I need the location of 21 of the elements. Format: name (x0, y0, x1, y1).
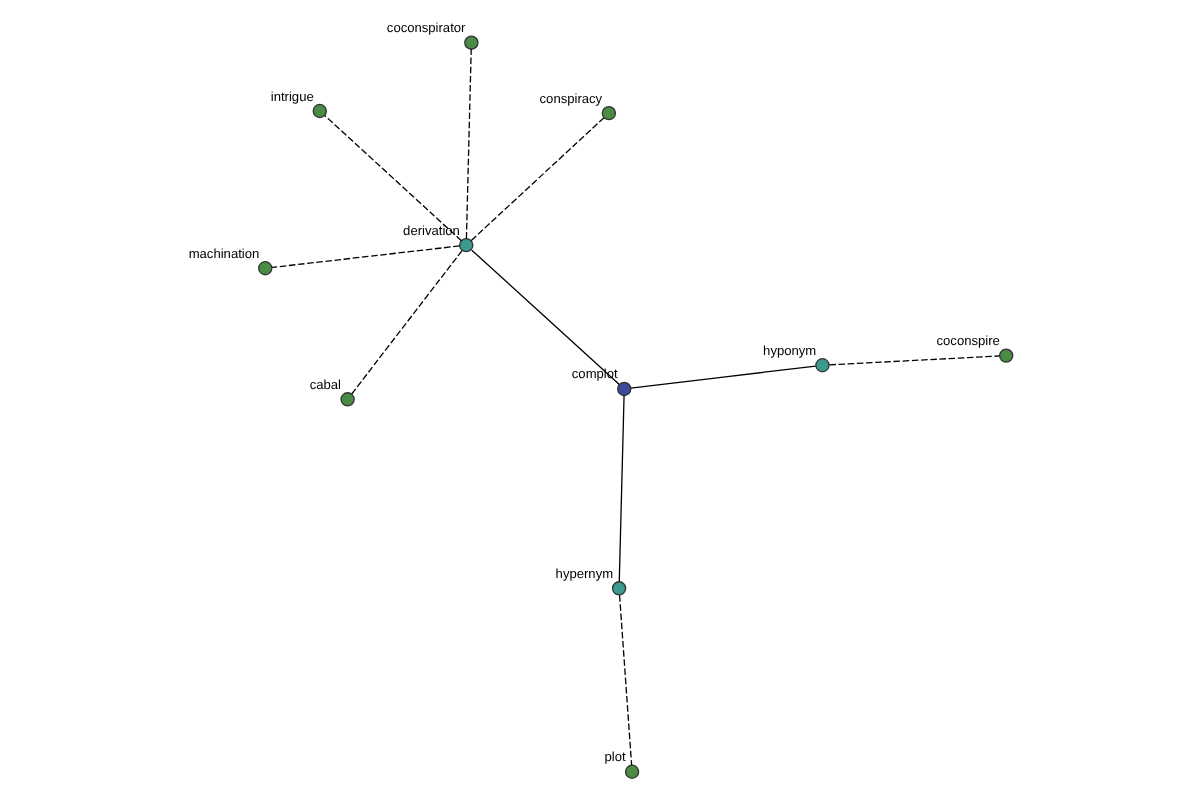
connector (827, 355, 1000, 366)
node-circle (463, 35, 478, 50)
node-circle (814, 358, 829, 373)
node-circle (610, 581, 626, 596)
connector (617, 594, 632, 766)
node-circle (458, 237, 473, 253)
connector (350, 250, 462, 395)
node-circle (998, 348, 1013, 363)
node-circle (616, 381, 631, 397)
connector (464, 48, 471, 240)
connector (617, 394, 624, 583)
connector (629, 365, 816, 389)
node-circle (339, 392, 354, 407)
connector (270, 245, 460, 269)
node-circle (600, 105, 616, 121)
connector (323, 114, 462, 242)
connector (469, 117, 604, 242)
node-circle (623, 764, 639, 779)
node-circle (311, 103, 326, 119)
connector (470, 249, 619, 386)
node-circle (257, 261, 272, 276)
